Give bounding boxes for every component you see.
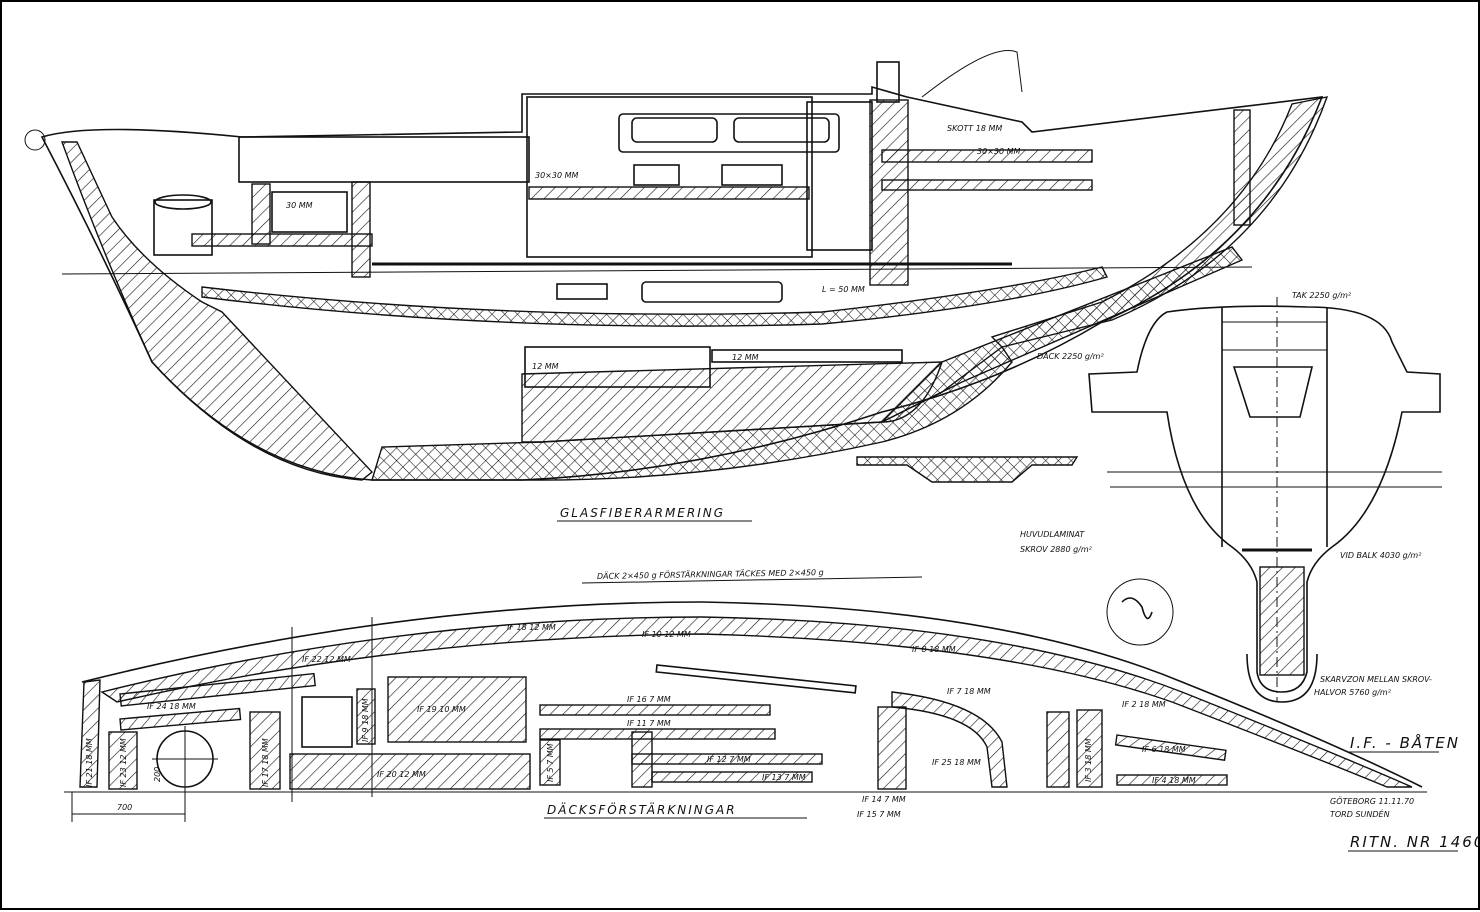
label-beam-1: 30×30 MM: [535, 171, 579, 180]
label-if24: IF 24 18 MM: [147, 702, 196, 711]
dim-200: 200: [153, 767, 162, 782]
label-vid-balk: VID BALK 4030 g/m²: [1340, 551, 1422, 560]
dim-700: 700: [117, 803, 132, 812]
profile-title: GLASFIBERARMERING: [560, 506, 725, 520]
label-if18: IF 18 12 MM: [507, 623, 556, 632]
label-if17: IF 17 18 MM: [261, 738, 270, 787]
label-if10: IF 10 12 MM: [642, 630, 691, 639]
designer: TORD SUNDÉN: [1330, 808, 1390, 819]
label-if23: IF 23 12 MM: [119, 738, 128, 787]
label-if2: IF 2 18 MM: [1122, 700, 1166, 709]
label-if25: IF 25 18 MM: [932, 758, 981, 767]
cross-section-view: TAK 2250 g/m² DÄCK 2250 g/m² HUVUDLAMINA…: [1020, 291, 1442, 703]
label-if22: IF 22 12 MM: [302, 655, 351, 664]
label-if20: IF 20 12 MM: [377, 770, 426, 779]
drawing-number: RITN. NR 1460: [1350, 833, 1480, 851]
label-if7: IF 7 18 MM: [947, 687, 991, 696]
label-if4: IF 4 18 MM: [1152, 776, 1196, 785]
label-if16: IF 16 7 MM: [627, 695, 671, 704]
label-dack: DÄCK 2250 g/m²: [1037, 351, 1104, 361]
label-if14: IF 14 7 MM: [862, 795, 906, 804]
label-skarvzon-2: HALVOR 5760 g/m²: [1314, 688, 1392, 697]
label-if9: IF 9 18 MM: [361, 698, 370, 742]
label-skarvzon-1: SKARVZON MELLAN SKROV-: [1320, 675, 1432, 684]
label-if21: IF 21 18 MM: [85, 738, 94, 787]
label-if15: IF 15 7 MM: [857, 810, 901, 819]
label-huvudlaminat-2: SKROV 2880 g/m²: [1020, 545, 1093, 554]
label-if12: IF 12 7 MM: [707, 755, 751, 764]
label-if8: IF 8 18 MM: [912, 645, 956, 654]
deck-plan-title: DÄCKSFÖRSTÄRKNINGAR: [547, 801, 737, 817]
label-huvudlaminat-1: HUVUDLAMINAT: [1020, 530, 1085, 539]
label-stringer: L = 50 MM: [822, 285, 865, 294]
label-if5: IF 5 7 MM: [546, 743, 555, 782]
deck-note: DÄCK 2×450 g FÖRSTÄRKNINGAR TÄCKES MED 2…: [597, 567, 824, 581]
label-if13: IF 13 7 MM: [762, 773, 806, 782]
stamp-seal: [1106, 578, 1174, 646]
label-bulkhead: 30 MM: [286, 201, 313, 210]
label-if3: IF 3 18 MM: [1084, 738, 1093, 782]
label-floor-2: 12 MM: [732, 353, 759, 362]
label-tak: TAK 2250 g/m²: [1292, 291, 1352, 300]
boat-name: I.F. - BÅTEN: [1350, 733, 1460, 752]
place-date: GÖTEBORG 11.11.70: [1330, 796, 1414, 806]
label-beam-2: 30×30 MM: [977, 147, 1021, 156]
label-if11: IF 11 7 MM: [627, 719, 671, 728]
label-if19: IF 19 10 MM: [417, 705, 466, 714]
deck-plan-view: 700 200 IF 18 12 MM IF 10 12 MM IF 22 12…: [64, 567, 1427, 822]
label-if6: IF 6 18 MM: [1142, 745, 1186, 754]
label-skott: SKOTT 18 MM: [947, 124, 1002, 133]
title-block: I.F. - BÅTEN GÖTEBORG 11.11.70 TORD SUND…: [1330, 733, 1480, 852]
label-floor-1: 12 MM: [532, 362, 559, 371]
profile-view: SKOTT 18 MM 30×30 MM 30×30 MM 30 MM 12 M…: [24, 50, 1329, 522]
